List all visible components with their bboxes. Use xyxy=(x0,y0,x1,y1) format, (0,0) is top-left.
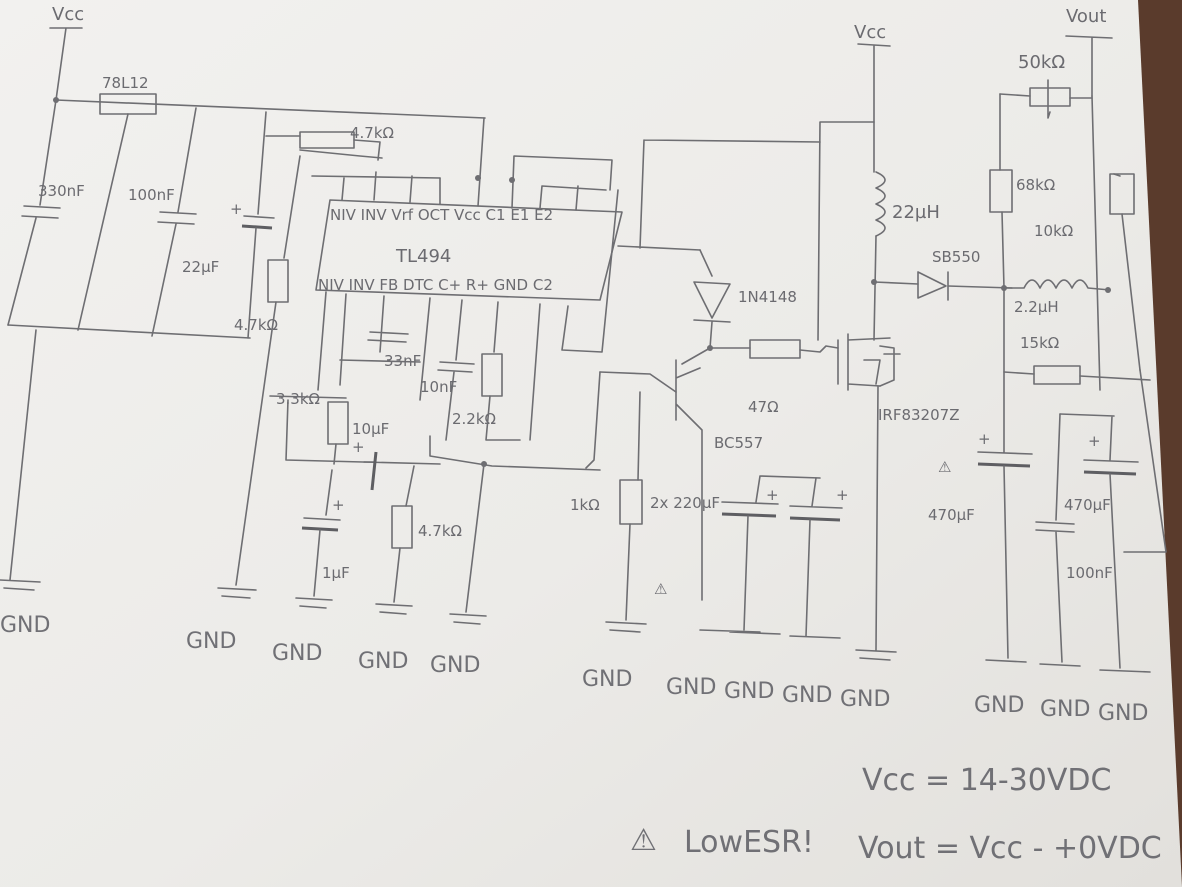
c220u-label: 2x 220µF xyxy=(650,494,720,512)
vout-label: Vout xyxy=(1066,6,1106,27)
supply-section: Vcc 78L12 330nF 100nF + 22µF 4.7kΩ 4.7kΩ… xyxy=(0,4,486,654)
r47-label: 47Ω xyxy=(748,398,779,416)
c10n-label: 10nF xyxy=(420,378,457,396)
gnd-7: GND xyxy=(724,679,774,704)
l22uh-label: 2.2µH xyxy=(1014,298,1059,316)
ic-bottom-pins: NIV INV FB DTC C+ R+ GND C2 xyxy=(318,276,553,294)
c330n-label: 330nF xyxy=(38,182,85,200)
r22k-label: 2.2kΩ xyxy=(452,410,496,428)
r47k-top-label: 4.7kΩ xyxy=(350,124,394,142)
gnd-0: GND xyxy=(0,613,50,638)
plus-22u: + xyxy=(230,200,243,218)
vout-formula-note: Vout = Vcc - +0VDC xyxy=(858,831,1162,866)
r68k-label: 68kΩ xyxy=(1016,176,1055,194)
gnd-11: GND xyxy=(1040,697,1090,722)
ic-top-pins: NIV INV Vrf OCT Vcc C1 E1 E2 xyxy=(330,206,553,224)
vcc-right-label: Vcc xyxy=(854,22,886,43)
gnd-6: GND xyxy=(666,675,716,700)
plus-470u-a: + xyxy=(978,430,991,448)
driver-section: 1N4148 47Ω BC557 1kΩ 2x 220µF ⚠ + + GND … xyxy=(570,139,849,708)
bjt-label: BC557 xyxy=(714,434,763,452)
pot-50k xyxy=(1029,87,1071,107)
resistor-47k-left xyxy=(267,259,289,303)
c1u-label: 1µF xyxy=(322,564,350,582)
gnd-12: GND xyxy=(1098,701,1148,726)
warn-2: ⚠ xyxy=(938,458,951,476)
c470u-b-label: 470µF xyxy=(1064,496,1111,514)
notes: Vcc = 14-30VDC ⚠ LowESR! Vout = Vcc - +0… xyxy=(630,763,1162,866)
c470u-a-label: 470µF xyxy=(928,506,975,524)
r47k-bottom-label: 4.7kΩ xyxy=(418,522,462,540)
resistor-33k xyxy=(327,401,349,445)
gnd-10: GND xyxy=(974,693,1024,718)
warn-1: ⚠ xyxy=(654,580,667,598)
mosfet-label: IRF83207Z xyxy=(878,406,959,424)
reg-label: 78L12 xyxy=(102,74,149,92)
plus-220u-b: + xyxy=(836,486,849,504)
gnd-9: GND xyxy=(840,687,890,712)
resistor-47 xyxy=(749,339,801,359)
r15k-label: 15kΩ xyxy=(1020,334,1059,352)
tl494-ic: NIV INV Vrf OCT Vcc C1 E1 E2 TL494 NIV I… xyxy=(269,117,623,678)
c22u-label: 22µF xyxy=(182,258,219,276)
r1k-label: 1kΩ xyxy=(570,496,600,514)
c10u-label: 10µF xyxy=(352,420,389,438)
c100n-b-label: 100nF xyxy=(1066,564,1113,582)
pot-label: 50kΩ xyxy=(1018,52,1065,73)
ic-name: TL494 xyxy=(395,246,451,267)
c100n-a-label: 100nF xyxy=(128,186,175,204)
vcc-left-label: Vcc xyxy=(52,4,84,25)
gnd-4: GND xyxy=(430,653,480,678)
r10k-label: 10kΩ xyxy=(1034,222,1073,240)
resistor-47k-bottom xyxy=(391,505,413,549)
resistor-22k xyxy=(481,353,503,397)
sb550-label: SB550 xyxy=(932,248,980,266)
plus-1u: + xyxy=(332,496,345,514)
gnd-8: GND xyxy=(782,683,832,708)
r33k-label: 3.3kΩ xyxy=(276,390,320,408)
plus-470u-b: + xyxy=(1088,432,1101,450)
resistor-68k xyxy=(989,169,1013,213)
power-stage: Vcc 22µH SB550 IRF83207Z GND xyxy=(817,22,1013,712)
warn-note-symbol: ⚠ xyxy=(630,823,657,858)
l22u-label: 22µH xyxy=(892,202,940,223)
vcc-range-note: Vcc = 14-30VDC xyxy=(862,763,1111,798)
plus-220u-a: + xyxy=(766,486,779,504)
resistor-15k xyxy=(1033,365,1081,385)
resistor-1k xyxy=(619,479,643,525)
gnd-1: GND xyxy=(186,629,236,654)
diode-1n4148-label: 1N4148 xyxy=(738,288,797,306)
gnd-5: GND xyxy=(582,667,632,692)
gnd-2: GND xyxy=(272,641,322,666)
r47k-left-label: 4.7kΩ xyxy=(234,316,278,334)
plus-10u: + xyxy=(352,438,365,456)
gnd-3: GND xyxy=(358,649,408,674)
output-section: Vout 50kΩ 68kΩ 10kΩ 2.2µH 15kΩ + ⚠ 470µF xyxy=(928,6,1167,726)
low-esr-note: LowESR! xyxy=(684,825,814,860)
